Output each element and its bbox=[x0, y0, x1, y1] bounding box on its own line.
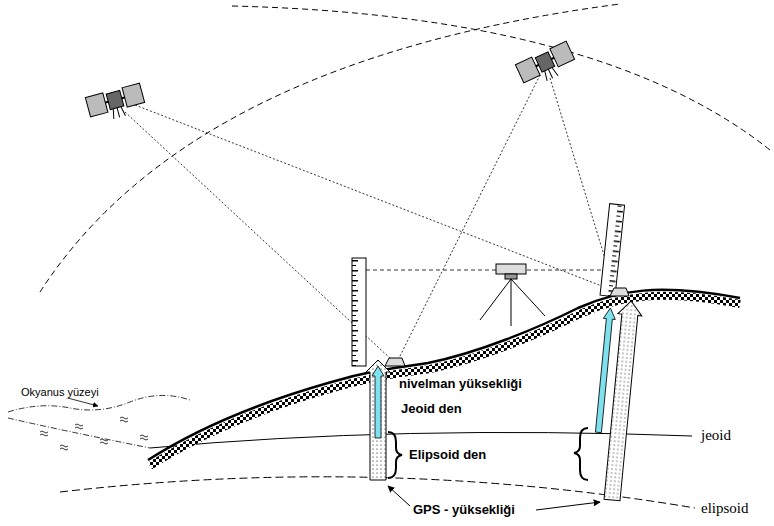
sight-line bbox=[366, 270, 602, 271]
water-marks bbox=[40, 417, 148, 450]
leveling-staff bbox=[352, 258, 366, 366]
leader-line bbox=[388, 486, 410, 506]
orbit bbox=[232, 6, 770, 150]
surface-label: elipsoid bbox=[700, 500, 750, 517]
height-label: Elipsoid den bbox=[408, 448, 487, 462]
leveling-staff bbox=[600, 204, 625, 297]
orbit bbox=[40, 4, 620, 292]
leveling-height-arrow bbox=[372, 366, 384, 438]
brace bbox=[574, 428, 588, 480]
leveling-height-arrow bbox=[592, 307, 616, 433]
ocean-label: Okyanus yüzeyi bbox=[20, 386, 100, 398]
terrain-band bbox=[150, 296, 740, 466]
height-label: GPS - yüksekliği bbox=[412, 503, 516, 517]
gps-height-arrow bbox=[366, 360, 390, 480]
satellite bbox=[515, 41, 578, 90]
height-label: Jeoid den bbox=[400, 402, 463, 416]
gps-receiver bbox=[610, 288, 629, 296]
satellite bbox=[85, 83, 146, 125]
gps-receiver bbox=[385, 358, 405, 366]
ellipsoid-line bbox=[60, 477, 695, 508]
brace bbox=[388, 432, 402, 478]
terrain-surface bbox=[148, 290, 740, 460]
surface-label: jeoid bbox=[700, 427, 732, 444]
geoid-under-ocean bbox=[8, 418, 150, 448]
leader-line bbox=[536, 502, 600, 510]
level-instrument bbox=[480, 264, 545, 326]
signal-lines bbox=[125, 75, 614, 360]
height-label: nivelman yüksekliği bbox=[398, 377, 523, 391]
